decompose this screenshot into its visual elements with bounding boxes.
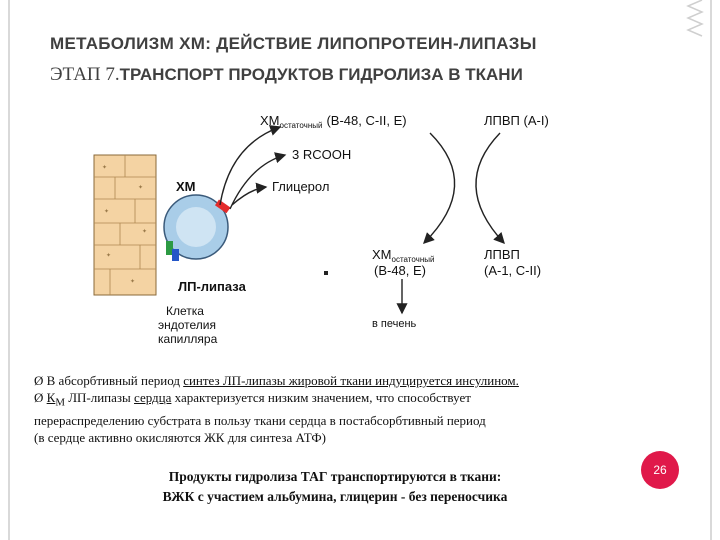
cell-label-2: эндотелия: [158, 318, 216, 332]
title-line-2: ЭТАП 7.ТРАНСПОРТ ПРОДУКТОВ ГИДРОЛИЗА В Т…: [50, 64, 537, 86]
xm-residual-bottom-apo: (B-48, E): [374, 263, 426, 278]
lipase-red-marker: [214, 199, 231, 214]
arc-xm-to-residual: [423, 132, 456, 244]
xm-residual-bottom: ХМостаточный: [372, 247, 434, 264]
page-number-badge: 26: [641, 451, 679, 489]
bullet-marker-2: Ø: [34, 390, 44, 405]
svg-text:✦: ✦: [130, 278, 135, 285]
bullet-marker-1: Ø: [34, 373, 44, 388]
arrow-to-rcooh: [229, 152, 287, 210]
xm-residual-top: ХМостаточный(B-48, C-II, E): [260, 113, 407, 130]
endothelial-cell: [93, 154, 157, 296]
hdl-top: ЛПВП (A-I): [484, 113, 549, 128]
lipase-green-marker: [166, 241, 173, 255]
bullet-2-heart: сердца: [134, 390, 172, 405]
arrow-to-xm-residual: [219, 125, 282, 206]
summary-line-2: ВЖК с участием альбумина, глицерин - без…: [162, 489, 508, 504]
svg-text:✦: ✦: [104, 208, 109, 215]
hydrolysis-summary: Продукты гидролиза ТАГ транспортируются …: [110, 467, 560, 507]
glycerol-label: Глицерол: [272, 179, 329, 194]
slide-title: МЕТАБОЛИЗМ ХМ: ДЕЙСТВИЕ ЛИПОПРОТЕИН-ЛИПА…: [50, 34, 537, 86]
rcooh-label: 3 RCOOH: [292, 147, 351, 162]
title-stage-topic: ТРАНСПОРТ ПРОДУКТОВ ГИДРОЛИЗА В ТКАНИ: [119, 65, 523, 84]
cell-label-1: Клетка: [166, 304, 204, 318]
bullet-1-underlined: синтез ЛП-липазы жировой ткани индуцируе…: [183, 373, 519, 388]
bullet-2-line-3: перераспределению субстрата в пользу тка…: [34, 412, 486, 428]
bullet-list: Ø В абсорбтивный период синтез ЛП-липазы…: [34, 372, 634, 446]
svg-text:✦: ✦: [138, 184, 143, 191]
hdl-bottom-apo: (A-1, C-II): [484, 263, 541, 278]
bullet-2-line-4: (в сердце активно окисляются ЖК для синт…: [34, 429, 326, 445]
hdl-bottom: ЛПВП: [484, 247, 520, 262]
bullet-2-km: КМ: [46, 390, 65, 409]
frame-line-left: [8, 0, 10, 540]
bullet-2-mid: ЛП-липазы: [64, 390, 135, 405]
bullet-2-post: характеризуется низким значением, что сп…: [171, 390, 471, 405]
svg-text:✦: ✦: [102, 164, 107, 171]
to-liver-label: в печень: [372, 318, 417, 330]
bullet-1: Ø В абсорбтивный период синтез ЛП-липазы…: [34, 372, 634, 389]
svg-text:✦: ✦: [106, 252, 111, 259]
lipase-diagram: ✦ ✦ ✦ ✦ ✦ ✦ ХМ ЛП-липаза Клетка эндотелия ка…: [93, 113, 549, 346]
lp-lipase-label: ЛП-липаза: [178, 279, 247, 294]
cell-label-3: капилляра: [158, 332, 218, 346]
arrow-to-glycerol: [231, 182, 268, 206]
svg-text:✦: ✦: [142, 228, 147, 235]
xm-label: ХМ: [176, 179, 196, 194]
title-line-1: МЕТАБОЛИЗМ ХМ: ДЕЙСТВИЕ ЛИПОПРОТЕИН-ЛИПА…: [50, 34, 537, 53]
zigzag-decoration: [686, 0, 704, 37]
frame-line-right: [710, 0, 712, 540]
bullet-1-text: В абсорбтивный период: [46, 373, 184, 388]
title-stage: ЭТАП 7.: [50, 64, 120, 85]
bullet-2: Ø КМ ЛП-липазы сердца характеризуется ни…: [34, 389, 634, 412]
summary-line-1: Продукты гидролиза ТАГ транспортируются …: [168, 469, 502, 484]
arc-hdl-to-hdl: [475, 132, 505, 245]
lipase-blue-marker: [172, 249, 179, 261]
